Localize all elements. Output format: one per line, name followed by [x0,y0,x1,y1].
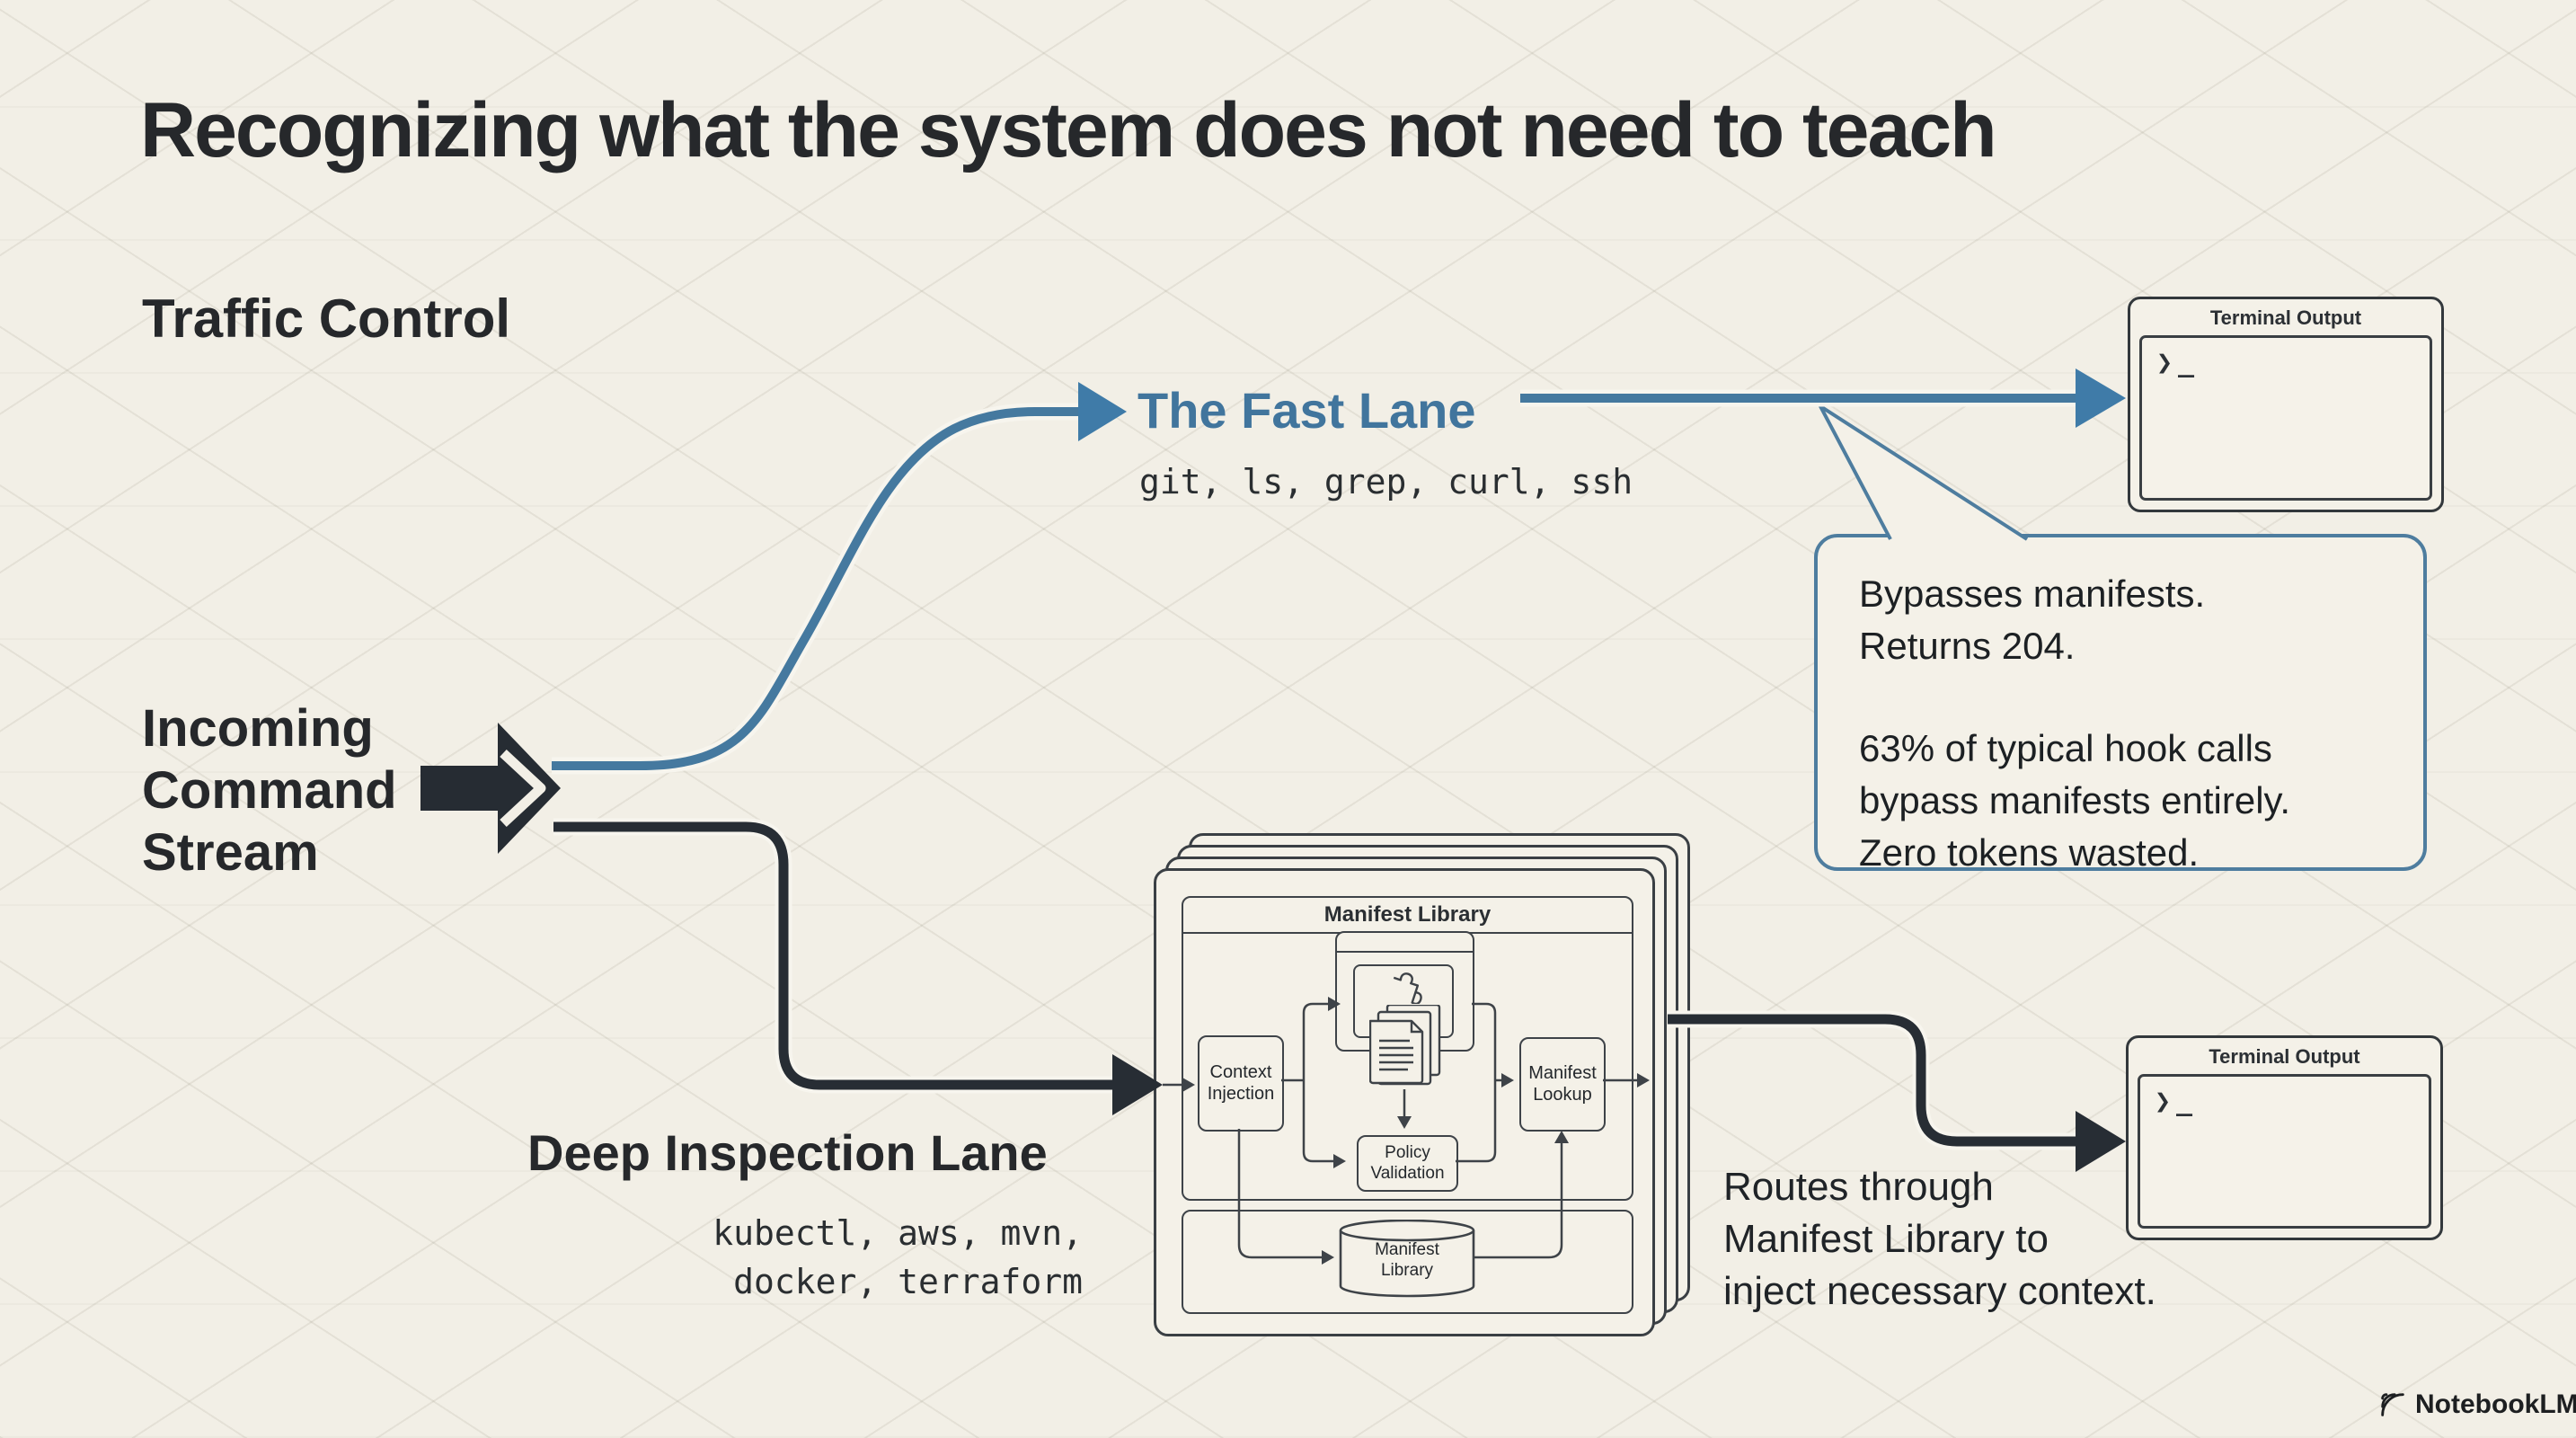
incoming-stream-arrow-icon [420,723,561,854]
deep-lane-input-line [553,821,1114,1090]
callout-bubble: Bypasses manifests. Returns 204. 63% of … [1814,534,2427,874]
fast-lane-curve-arrowhead [1078,382,1127,441]
section-title-traffic-control: Traffic Control [142,288,511,349]
manifest-datastore: Manifest Library [1338,1219,1476,1302]
terminal-bottom-prompt: ❯_ [2155,1086,2199,1117]
notebooklm-watermark: NotebookLM [2377,1389,2576,1420]
notebooklm-logo-icon [2381,1393,2404,1416]
fast-lane-output-arrowhead [2076,368,2126,428]
deep-inspection-lane-commands: kubectl, aws, mvn, docker, terraform [713,1213,1083,1301]
document-stack-icon [1369,1005,1441,1086]
node-context-injection: Context Injection [1198,1035,1284,1132]
page-title: Recognizing what the system does not nee… [140,87,1997,173]
callout-paragraph-1: Bypasses manifests. Returns 204. [1859,573,2206,667]
notebooklm-watermark-text: NotebookLM [2415,1389,2576,1419]
routes-note: Routes through Manifest Library to injec… [1723,1165,2156,1314]
manifest-window-titlebar [1337,933,1473,953]
puzzle-piece-icon [1393,972,1422,1004]
callout-paragraph-2: 63% of typical hook calls bypass manifes… [1859,726,2291,874]
deep-lane-output-line [1668,1014,2079,1147]
terminal-output-top: Terminal Output ❯_ [2128,297,2444,512]
terminal-output-bottom: Terminal Output ❯_ [2126,1035,2443,1240]
incoming-command-stream-label: Incoming Command Stream [142,699,397,883]
callout-tail [1819,404,2029,541]
database-cylinder-icon [1339,1219,1475,1298]
terminal-top-title: Terminal Output [2209,306,2362,329]
fast-lane-title: The Fast Lane [1138,382,1476,439]
manifest-library-card: Manifest Library Context Injection [1154,868,1655,1336]
terminal-top-screen: ❯_ [2139,335,2432,501]
library-panel-title: Manifest Library [1183,898,1632,934]
terminal-top-prompt: ❯_ [2156,347,2200,378]
fast-lane-commands: git, ls, grep, curl, ssh [1139,462,1633,502]
deep-inspection-lane-title: Deep Inspection Lane [527,1124,1048,1181]
terminal-bottom-screen: ❯_ [2138,1074,2431,1229]
terminal-bottom-title: Terminal Output [2209,1045,2360,1068]
datastore-label: Manifest Library [1375,1240,1439,1281]
fast-lane-curve [552,407,1080,770]
node-manifest-lookup: Manifest Lookup [1519,1037,1606,1132]
node-policy-validation: Policy Validation [1357,1135,1458,1192]
